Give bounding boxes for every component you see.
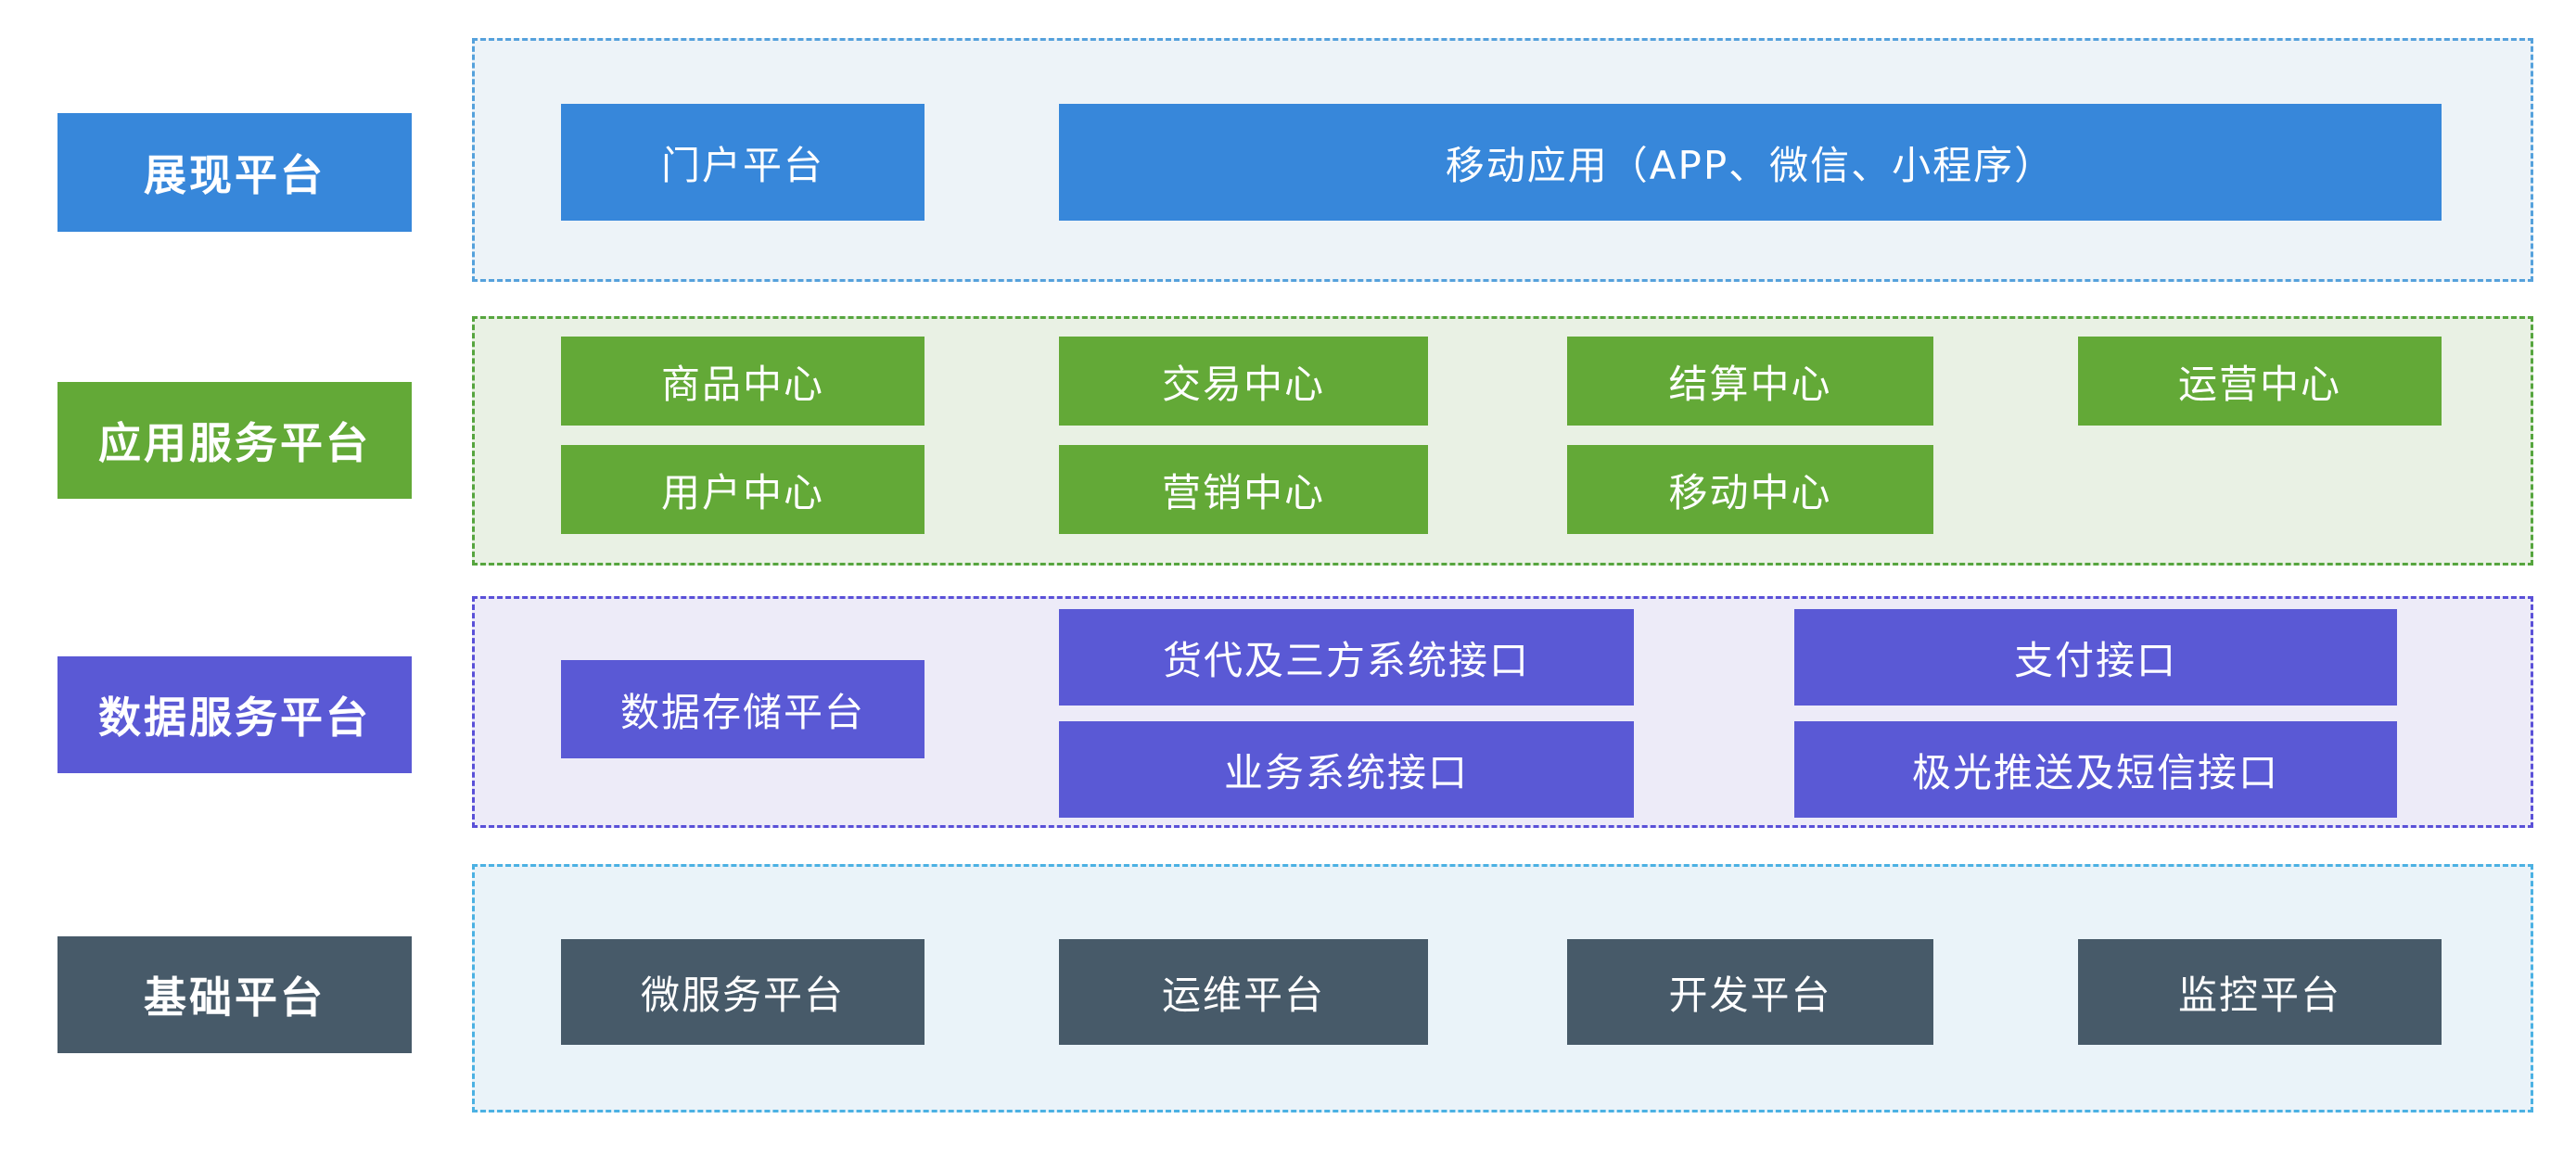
- box-settlement-center: 结算中心: [1567, 337, 1933, 426]
- box-trade-center: 交易中心: [1059, 337, 1428, 426]
- box-microservice-platform: 微服务平台: [561, 939, 925, 1045]
- box-user-center: 用户中心: [561, 445, 925, 534]
- box-dev-platform: 开发平台: [1567, 939, 1933, 1045]
- box-portal-platform: 门户平台: [561, 104, 925, 221]
- box-freight-third-party-interface: 货代及三方系统接口: [1059, 609, 1634, 706]
- layer-label-application-services: 应用服务平台: [57, 382, 412, 499]
- box-jpush-sms-interface: 极光推送及短信接口: [1794, 721, 2397, 818]
- box-payment-interface: 支付接口: [1794, 609, 2397, 706]
- box-marketing-center: 营销中心: [1059, 445, 1428, 534]
- layer-label-presentation: 展现平台: [57, 113, 412, 232]
- box-product-center: 商品中心: [561, 337, 925, 426]
- box-mobile-app: 移动应用（APP、微信、小程序）: [1059, 104, 2442, 221]
- box-business-system-interface: 业务系统接口: [1059, 721, 1634, 818]
- layer-label-foundation: 基础平台: [57, 936, 412, 1053]
- box-mobile-center: 移动中心: [1567, 445, 1933, 534]
- box-operation-center: 运营中心: [2078, 337, 2442, 426]
- box-monitor-platform: 监控平台: [2078, 939, 2442, 1045]
- box-ops-platform: 运维平台: [1059, 939, 1428, 1045]
- layer-label-data-services: 数据服务平台: [57, 656, 412, 773]
- box-data-storage-platform: 数据存储平台: [561, 660, 925, 758]
